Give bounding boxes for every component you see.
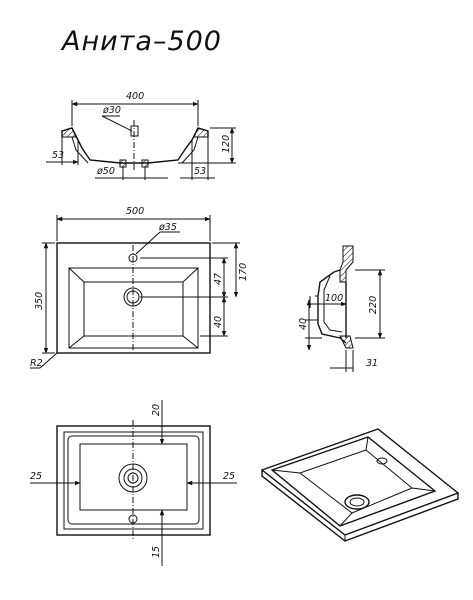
side-left-bottom-label: 40 <box>298 318 309 330</box>
drawing-title: Анита–500 <box>62 26 222 57</box>
side-section-view: 100 220 40 31 <box>298 245 385 372</box>
top-view: 500 ø35 350 R2 47 170 40 <box>30 206 249 369</box>
top-right-top-label: 47 <box>213 273 224 285</box>
front-drain-label: ø50 <box>96 166 115 177</box>
side-height-label: 220 <box>368 296 379 314</box>
front-section-view: 400 ø30 53 ø50 53 120 <box>46 91 236 180</box>
top-right-total-label: 170 <box>238 263 249 281</box>
side-drain-offset-label: 100 <box>325 293 343 304</box>
isometric-view <box>260 428 460 542</box>
front-rim-right-label: 53 <box>194 166 206 177</box>
front-width-label: 400 <box>126 91 144 102</box>
front-hole-label: ø30 <box>102 105 121 116</box>
top-radius-label: R2 <box>30 358 43 369</box>
top-depth-label: 350 <box>34 292 45 310</box>
bottom-view: 20 25 25 15 <box>30 400 237 566</box>
side-base-label: 31 <box>366 358 378 369</box>
bottom-top-label: 20 <box>151 404 162 416</box>
front-height-label: 120 <box>221 135 232 153</box>
bottom-bottom-label: 15 <box>151 546 162 558</box>
top-width-label: 500 <box>126 206 144 217</box>
top-right-bottom-label: 40 <box>213 316 224 328</box>
front-rim-left-label: 53 <box>52 150 64 161</box>
top-hole-label: ø35 <box>158 222 177 233</box>
bottom-right-label: 25 <box>223 471 235 482</box>
bottom-left-label: 25 <box>30 471 42 482</box>
